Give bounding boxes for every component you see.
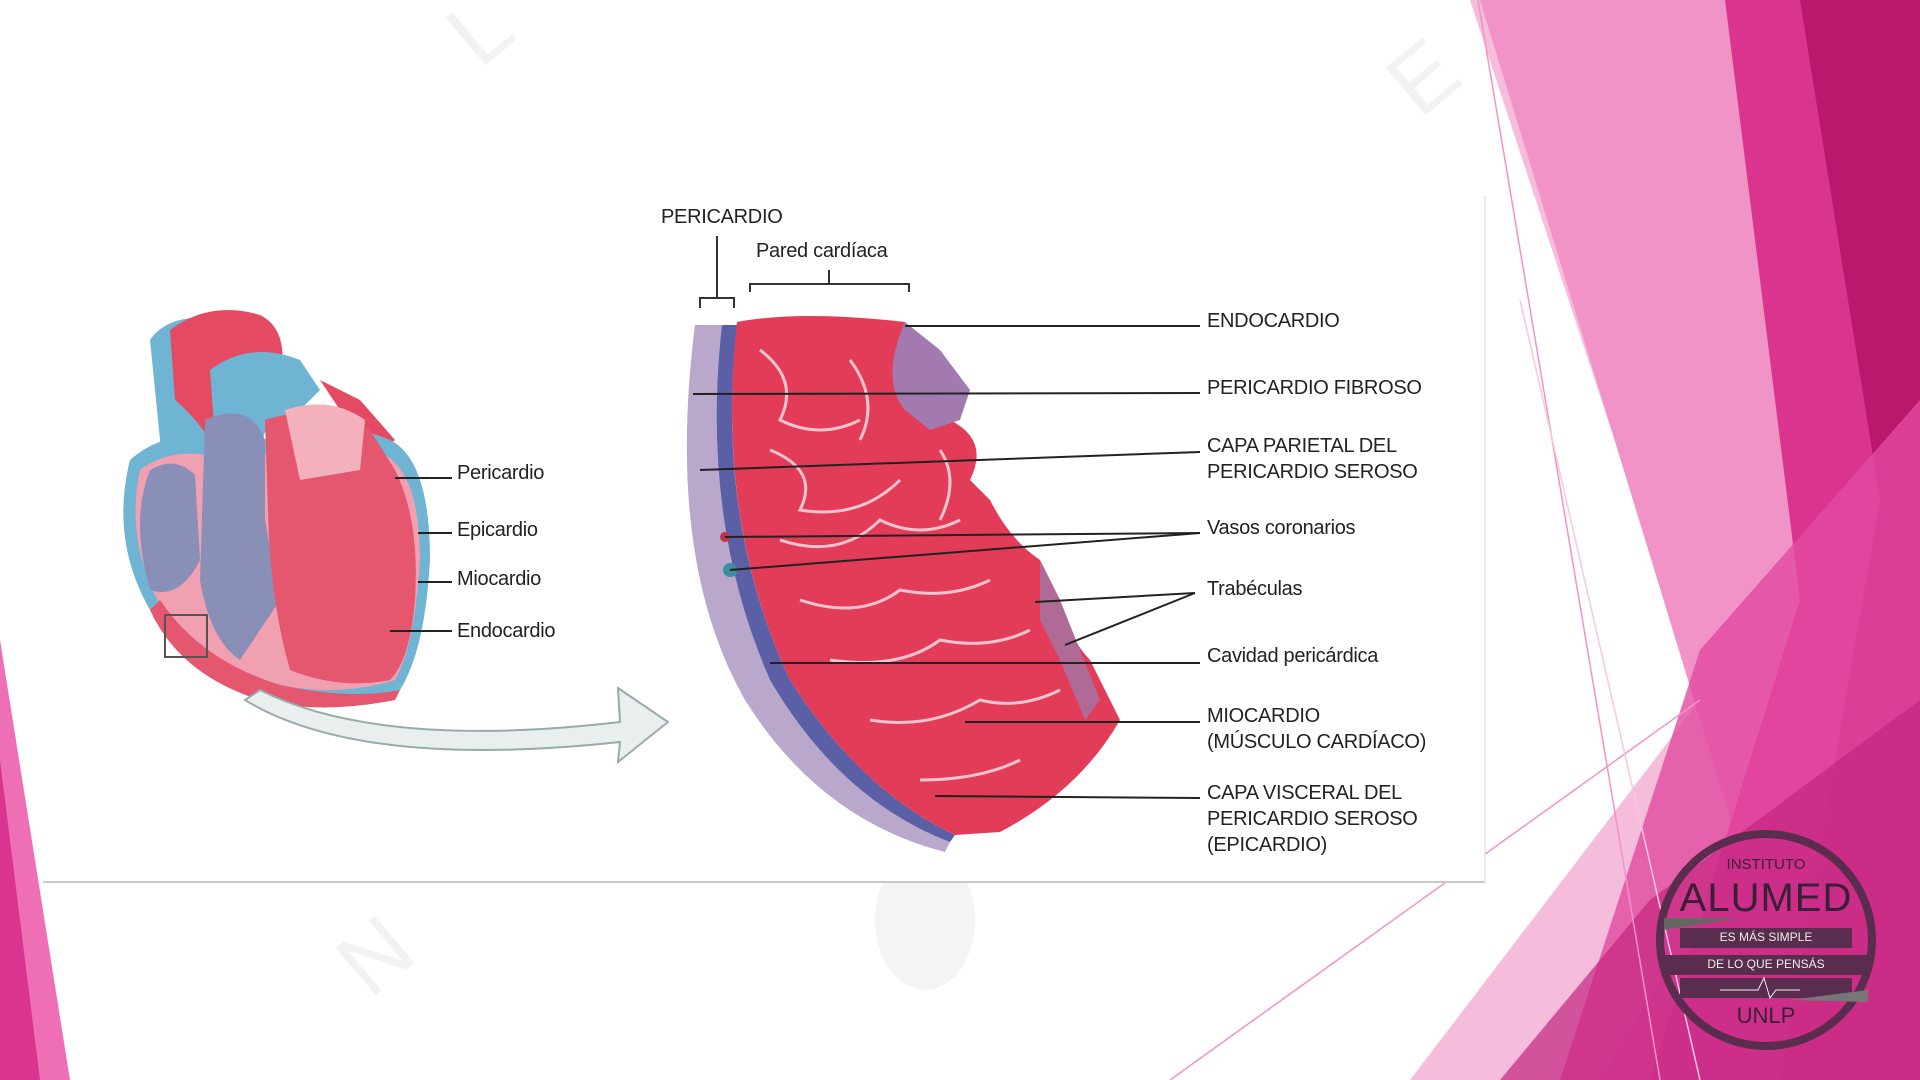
label-cavidad-pericardica: Cavidad pericárdica [1207, 645, 1379, 667]
label-pericardio-fibroso: PERICARDIO FIBROSO [1207, 377, 1422, 399]
label-miocardio: Miocardio [457, 568, 541, 590]
svg-text:L: L [429, 0, 532, 85]
label-endocardio: Endocardio [457, 620, 556, 642]
label-trabeculas: Trabéculas [1207, 578, 1303, 600]
logo-tagline-1: ES MÁS SIMPLE [1719, 930, 1813, 944]
heart-illustration [123, 310, 431, 708]
label-pared-cardiaca: Pared cardíaca [756, 240, 888, 262]
label-vasos-coronarios: Vasos coronarios [1207, 517, 1356, 539]
svg-text:N: N [319, 897, 433, 1015]
label-epicardio: Epicardio [457, 519, 538, 541]
svg-text:E: E [1369, 20, 1479, 135]
label-pericardio: Pericardio [457, 462, 545, 484]
label-miocardio-wall: MIOCARDIO(MÚSCULO CARDÍACO) [1207, 705, 1427, 753]
arrow-icon [243, 686, 670, 765]
brackets [699, 236, 910, 308]
label-endocardio-wall: ENDOCARDIO [1207, 310, 1340, 332]
logo-instituto: INSTITUTO [1726, 856, 1806, 873]
logo-unlp: UNLP [1736, 1003, 1796, 1028]
label-pericardio-top: PERICARDIO [661, 206, 783, 228]
logo-alumed: ALUMED [1679, 876, 1853, 920]
leader-lines [390, 325, 1201, 799]
logo-tagline-2: DE LO QUE PENSÁS [1707, 957, 1825, 971]
alumed-logo [1656, 830, 1876, 1050]
